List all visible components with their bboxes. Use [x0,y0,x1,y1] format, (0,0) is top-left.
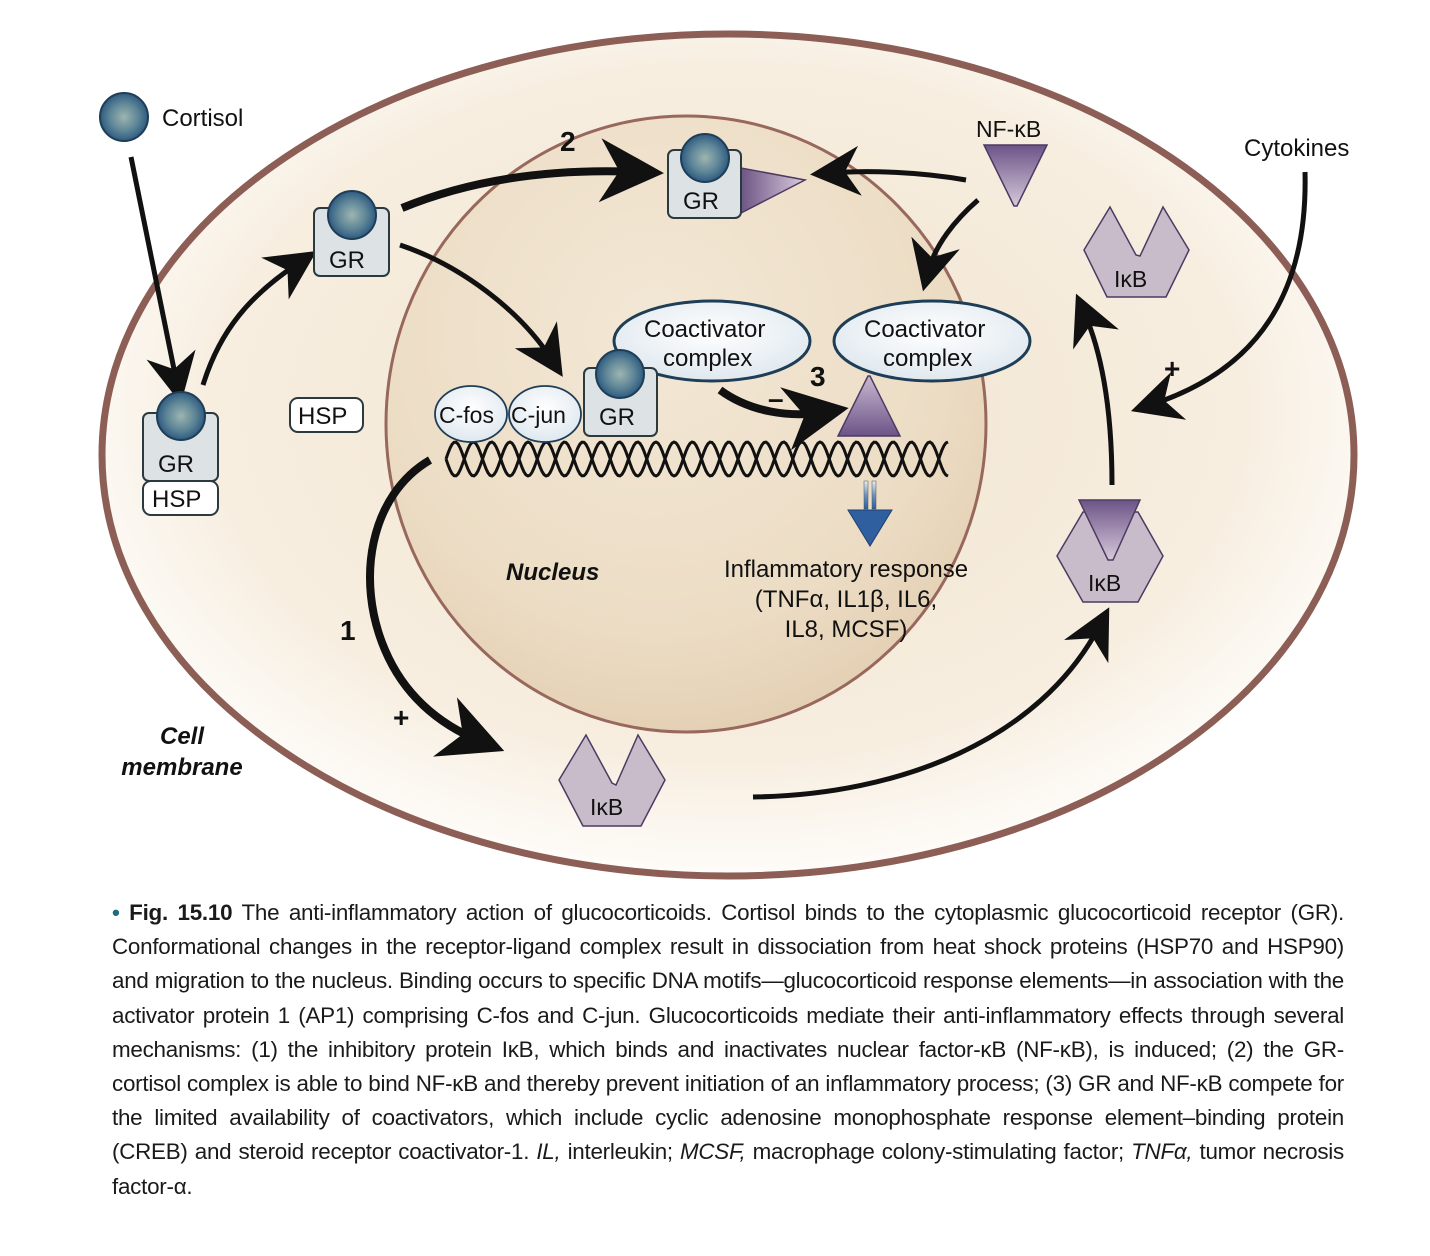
nfkb-to-gr-arrow [810,145,967,196]
nfkb-icon [982,144,1049,207]
caption-bullet-icon: • [112,900,120,925]
coactivator-complex-nfkb: Coactivator complex [832,299,1032,383]
ikb-induced-bottom: IκB [558,733,666,827]
nfkb-on-dna-icon [836,375,902,437]
activated-gr-label: GR [329,247,365,274]
gr-hsp-complex: GR HSP [142,391,219,516]
mechanism-2-number: 2 [560,126,576,157]
cortisol-label: Cortisol [162,105,243,132]
dna-helix [444,440,949,478]
cfos-protein: C-fos [434,385,508,443]
cell-membrane-label-line1: Cell [160,723,205,750]
coactivator-1-line2: complex [663,345,752,372]
mechanism-3-number: 3 [810,361,826,392]
ikb-free-top: IκB [1083,205,1190,298]
cjun-label: C-jun [511,402,566,428]
activated-gr: GR [313,190,390,277]
abbr-il: IL, [536,1139,561,1165]
mechanism-1-arrow [366,456,505,757]
cytokines-plus-sign: + [1164,353,1180,384]
coactivator-complex-gr: Coactivator [612,299,812,383]
inflammatory-response-line2: (TNFα, IL1β, IL6, [755,586,937,613]
cell-membrane-label-line2: membrane [121,754,242,781]
gr-label: GR [158,451,194,478]
mechanism-3-arrow [717,386,849,451]
transcription-arrow-icon [847,480,893,547]
free-hsp-label: HSP [298,403,347,430]
ikb-release-arrow [1073,293,1119,486]
free-hsp: HSP [289,397,364,433]
mechanism-1-plus-sign: + [393,702,409,733]
caption-text-mcsf: macrophage colony-stimulating factor; [745,1139,1132,1165]
ikb-top-label: IκB [1114,266,1147,292]
mechanism-2-arrow [400,138,664,212]
coactivator-1-line1: Coactivator [644,316,765,343]
coactivator-2-line2: complex [883,345,972,372]
figure-number: Fig. 15.10 [129,900,233,925]
nucleus-label: Nucleus [506,559,599,586]
gr-on-dna-label: GR [599,404,635,431]
nfkb-label: NF-κB [976,116,1041,142]
ikb-binding-arrow [752,607,1110,800]
inflammatory-response-line3: IL8, MCSF) [785,616,908,643]
mechanism-1-number: 1 [340,615,356,646]
abbr-mcsf: MCSF, [679,1139,746,1165]
ikb-nfkb-complex: IκB [1056,499,1164,603]
gr-nfkb-complex: GR [667,133,808,219]
nucleus [384,114,988,734]
gr-nuclear-translocation-arrow [399,242,563,377]
caption-text-il: interleukin; [560,1139,680,1165]
hsp-label: HSP [152,486,201,513]
gr-nfkb-gr-label: GR [683,188,719,215]
mechanism-3-minus-sign: – [768,383,784,414]
glucocorticoid-pathway-diagram: Cortisol GR HSP HSP GR 2 GR NF-κB Cyt [98,30,1358,880]
caption-text-tnf: tumor necrosis factor-α. [112,1139,1344,1199]
coactivator-2-line1: Coactivator [864,316,985,343]
gr-release-arrow [200,250,317,386]
cortisol-molecule-icon [99,92,149,142]
ikb-nfkb-label: IκB [1088,570,1121,596]
nfkb-to-coactivator-arrow [911,198,980,292]
abbr-tnf: TNFα, [1131,1139,1193,1165]
gr-on-dna: GR [583,349,658,437]
inflammatory-response-line1: Inflammatory response [724,556,968,583]
cytokines-label: Cytokines [1244,135,1349,162]
caption-text: The anti-inflammatory action of glucocor… [112,900,1344,1165]
cytokines-arrow [1130,171,1308,420]
figure-caption: • Fig. 15.10 The anti-inflammatory actio… [112,896,1344,1204]
cfos-label: C-fos [439,402,494,428]
cortisol-entry-arrow [128,156,196,404]
ikb-bottom-label: IκB [590,794,623,820]
cjun-protein: C-jun [508,385,582,443]
